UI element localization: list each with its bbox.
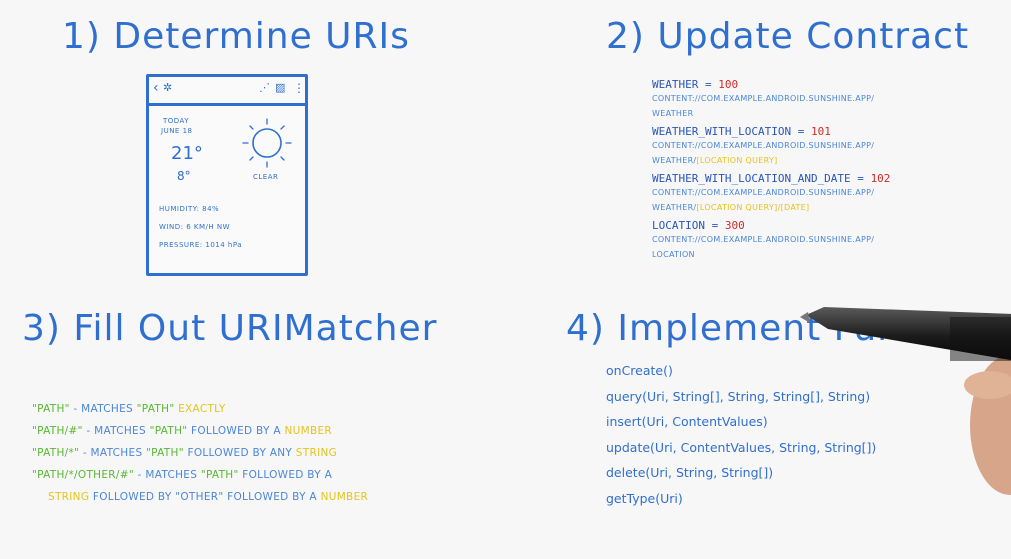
contract-path-base: WEATHER/ [652, 203, 697, 212]
phone-sketch: ‹ ✲ ⋰ ▨ ⋮ TODAY JUNE 18 21° 8° CLEAR HUM… [146, 74, 308, 276]
contract-entry: WEATHER = 100 CONTENT://COM.EXAMPLE.ANDR… [652, 78, 942, 121]
contract-constant: LOCATION [652, 219, 705, 232]
pressure-label: PRESSURE: 1014 hPa [159, 241, 243, 249]
function-insert: insert(Uri, ContentValues) [606, 414, 768, 430]
rule-path: "PATH" [200, 469, 239, 481]
rule-text: - MATCHES [133, 469, 201, 481]
functions-list: onCreate() query(Uri, String[], String, … [606, 358, 986, 512]
phone-toolbar: ‹ ✲ ⋰ ▨ ⋮ [149, 77, 305, 106]
rule-keyword: EXACTLY [178, 403, 226, 415]
contract-uri: CONTENT://COM.EXAMPLE.ANDROID.SUNSHINE.A… [652, 188, 875, 197]
overflow-menu-icon: ⋮ [293, 81, 305, 95]
contract-path-suffix: [LOCATION QUERY] [696, 156, 778, 165]
contract-path-base: WEATHER/ [652, 156, 697, 165]
share-icon: ⋰ [259, 81, 270, 94]
map-icon: ▨ [275, 81, 286, 94]
rule-keyword: STRING [295, 447, 338, 459]
rule-line: "PATH/*" - MATCHES "PATH" FOLLOWED BY AN… [32, 442, 472, 464]
rule-text: FOLLOWED BY "OTHER" FOLLOWED BY A [89, 491, 321, 503]
contract-path: WEATHER/[LOCATION QUERY]/[DATE] [652, 200, 942, 215]
humidity-label: HUMIDITY: 84% [159, 205, 220, 213]
contract-constant: WEATHER [652, 78, 699, 91]
rule-line: STRING FOLLOWED BY "OTHER" FOLLOWED BY A… [32, 486, 472, 508]
heading-update-contract: 2) Update Contract [606, 16, 970, 57]
contract-path: WEATHER/[LOCATION QUERY] [652, 153, 942, 168]
rule-text: FOLLOWED BY A [238, 469, 333, 481]
contract-path-suffix: [LOCATION QUERY]/[DATE] [696, 203, 810, 212]
contract-constant: WEATHER_WITH_LOCATION [652, 125, 792, 138]
contract-equals: = [698, 78, 719, 91]
rule-line: "PATH" - MATCHES "PATH" EXACTLY [32, 398, 472, 420]
rule-pattern: "PATH/#" [32, 425, 83, 437]
condition-label: CLEAR [253, 173, 279, 181]
urimatcher-rules: "PATH" - MATCHES "PATH" EXACTLY "PATH/#"… [32, 398, 472, 508]
rule-line: "PATH/*/OTHER/#" - MATCHES "PATH" FOLLOW… [32, 464, 472, 486]
contract-list: WEATHER = 100 CONTENT://COM.EXAMPLE.ANDR… [652, 74, 942, 262]
rule-path: "PATH" [136, 403, 175, 415]
rule-text: - MATCHES [82, 425, 150, 437]
contract-equals: = [704, 219, 725, 232]
contract-entry: WEATHER_WITH_LOCATION = 101 CONTENT://CO… [652, 125, 942, 168]
back-arrow-icon: ‹ [153, 80, 159, 96]
function-update: update(Uri, ContentValues, String, Strin… [606, 439, 877, 455]
rule-line: "PATH/#" - MATCHES "PATH" FOLLOWED BY A … [32, 420, 472, 442]
contract-name: WEATHER = 100 [652, 78, 942, 91]
contract-path: WEATHER [652, 106, 942, 121]
contract-entry: LOCATION = 300 CONTENT://COM.EXAMPLE.AND… [652, 219, 942, 262]
rule-keyword: STRING [48, 491, 90, 503]
rule-text: FOLLOWED BY ANY [183, 447, 296, 459]
contract-name: WEATHER_WITH_LOCATION_AND_DATE = 102 [652, 172, 942, 185]
rule-text: - MATCHES [69, 403, 137, 415]
today-label: TODAY [163, 117, 190, 125]
heading-determine-uris: 1) Determine URIs [62, 16, 410, 57]
function-gettype: getType(Uri) [606, 490, 683, 506]
rule-text: FOLLOWED BY A [187, 425, 285, 437]
contract-path-base: WEATHER [652, 109, 694, 118]
heading-fill-out-urimatcher: 3) Fill Out URIMatcher [22, 308, 438, 349]
contract-path: LOCATION [652, 247, 942, 262]
rule-text: - MATCHES [79, 447, 147, 459]
rule-path: "PATH" [146, 447, 184, 459]
contract-path-base: LOCATION [652, 250, 695, 259]
contract-uri: CONTENT://COM.EXAMPLE.ANDROID.SUNSHINE.A… [652, 235, 875, 244]
contract-name: WEATHER_WITH_LOCATION = 101 [652, 125, 942, 138]
contract-equals: = [791, 125, 811, 138]
contract-name: LOCATION = 300 [652, 219, 942, 232]
contract-code: 100 [718, 78, 739, 91]
rule-path: "PATH" [149, 425, 188, 437]
contract-code: 300 [724, 219, 745, 232]
rule-pattern: "PATH/*" [32, 447, 80, 459]
contract-entry: WEATHER_WITH_LOCATION_AND_DATE = 102 CON… [652, 172, 942, 215]
wind-label: WIND: 6 KM/H NW [159, 223, 231, 231]
function-query: query(Uri, String[], String, String[], S… [606, 388, 871, 404]
contract-uri: CONTENT://COM.EXAMPLE.ANDROID.SUNSHINE.A… [652, 141, 875, 150]
rule-pattern: "PATH" [32, 403, 70, 415]
rule-pattern: "PATH/*/OTHER/#" [32, 469, 134, 481]
sun-logo-icon: ✲ [163, 81, 173, 94]
function-oncreate: onCreate() [606, 363, 673, 378]
contract-equals: = [850, 172, 871, 185]
high-temp: 21° [171, 143, 203, 164]
low-temp: 8° [177, 169, 191, 183]
pen-hand-icon [800, 307, 1011, 495]
function-delete: delete(Uri, String, String[]) [606, 465, 774, 481]
rule-keyword: NUMBER [284, 425, 333, 437]
sun-icon [242, 118, 292, 168]
contract-code: 101 [810, 125, 831, 138]
contract-constant: WEATHER_WITH_LOCATION_AND_DATE [652, 172, 851, 185]
contract-code: 102 [870, 172, 891, 185]
date-label: JUNE 18 [161, 127, 193, 135]
contract-uri: CONTENT://COM.EXAMPLE.ANDROID.SUNSHINE.A… [652, 94, 875, 103]
rule-keyword: NUMBER [320, 491, 369, 503]
